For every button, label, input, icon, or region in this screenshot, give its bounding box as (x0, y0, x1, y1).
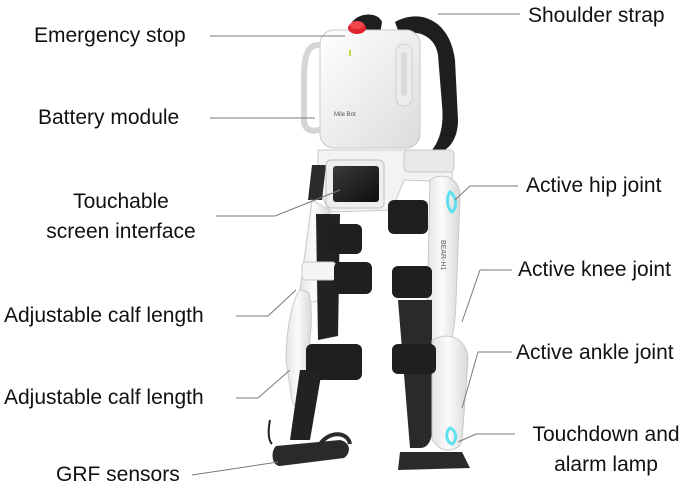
label-active-ankle-joint: Active ankle joint (516, 341, 674, 364)
leader-hip-joint (454, 185, 518, 201)
label-adjustable-calf-upper: Adjustable calf length (4, 304, 204, 327)
label-battery-module: Battery module (38, 106, 180, 129)
thigh-cuff-left (328, 224, 362, 254)
left-leg (267, 199, 372, 466)
foot-plate-left (272, 440, 349, 466)
leader-touchable-screen (216, 189, 341, 217)
emergency-stop-button (348, 21, 366, 34)
foot-plate-right (398, 452, 470, 470)
knee-cuff-right (392, 266, 432, 298)
knee-cuff-left (334, 262, 372, 294)
ankle-lamp (445, 426, 458, 446)
label-touchdown-line2: alarm lamp (554, 453, 658, 476)
calf-cuff-right (392, 344, 436, 374)
label-active-knee-joint: Active knee joint (518, 258, 671, 281)
leader-grf-sensors (191, 461, 279, 476)
battery-module: Mile Bot (301, 29, 421, 149)
leader-lines (191, 13, 520, 476)
thigh-cuff-right (388, 200, 428, 234)
leader-touchdown-lamp (457, 433, 515, 443)
side-model-text: BEAR-H1 (439, 240, 446, 270)
brand-text: Mile Bot (334, 112, 356, 118)
hip-joint-indicator (446, 189, 458, 215)
label-touchable-screen-line2: screen interface (46, 220, 196, 243)
right-leg: BEAR-H1 (388, 175, 470, 470)
leader-calf-upper (236, 289, 297, 317)
label-grf-sensors: GRF sensors (56, 463, 180, 486)
leader-ankle-joint (461, 351, 512, 409)
label-adjustable-calf-lower: Adjustable calf length (4, 386, 204, 409)
label-touchdown-line1: Touchdown and (532, 423, 680, 446)
label-touchable-screen-line1: Touchable (73, 190, 169, 213)
leader-calf-lower (236, 369, 291, 399)
leader-knee-joint (461, 269, 512, 323)
label-active-hip-joint: Active hip joint (526, 174, 662, 197)
label-emergency-stop: Emergency stop (34, 24, 186, 47)
touch-screen (325, 159, 385, 209)
label-shoulder-strap: Shoulder strap (528, 4, 665, 27)
